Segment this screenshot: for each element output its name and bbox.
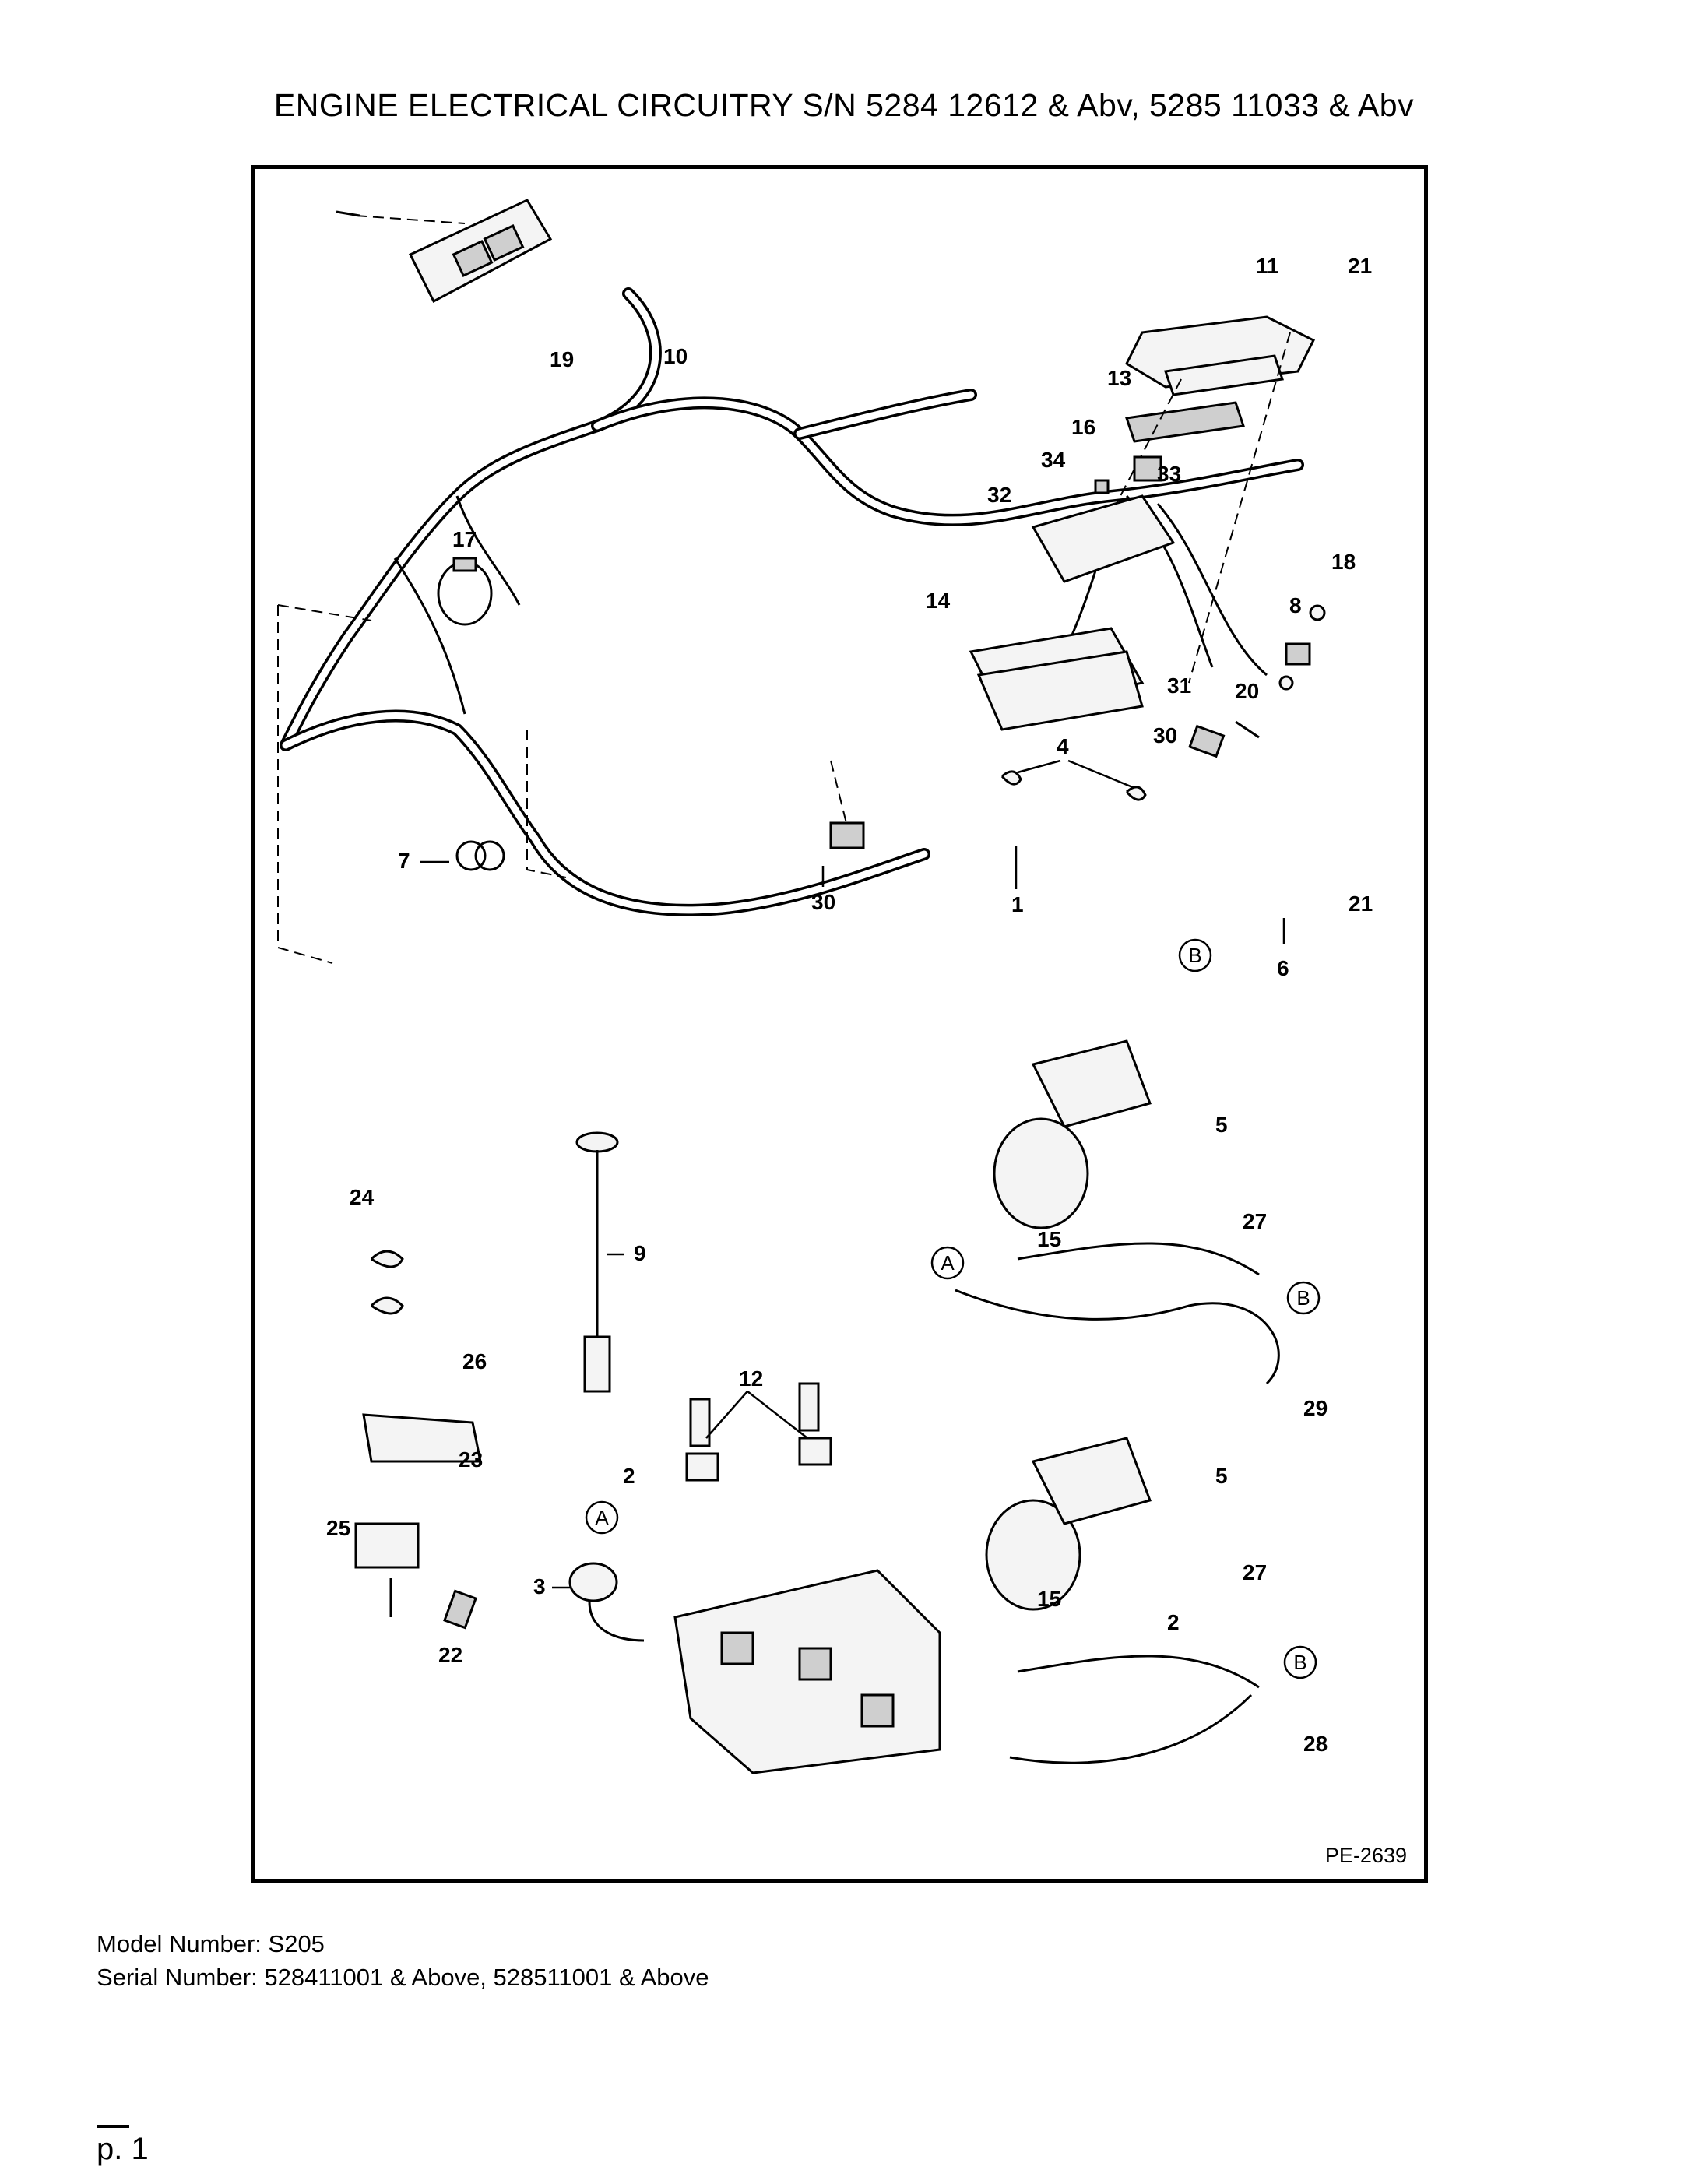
filter-upper (955, 1039, 1280, 1385)
fuse-cover-assembly (1079, 315, 1316, 684)
connector-30-lower (829, 821, 865, 849)
connector-letter-b-harness: B (1178, 938, 1212, 972)
module-23 (354, 1522, 420, 1569)
connector-letter-a-lower: A (585, 1500, 619, 1535)
fuel-sender (575, 1131, 619, 1393)
clamps-7 (455, 840, 505, 871)
callout-20: 20 (1235, 679, 1259, 703)
callout-30-lower: 30 (811, 890, 835, 914)
svg-text:B: B (1296, 1286, 1310, 1310)
svg-text:A: A (595, 1506, 609, 1529)
callout-21-top: 21 (1348, 254, 1372, 278)
cable-tie-17 (437, 557, 493, 626)
callout-26: 26 (462, 1349, 487, 1373)
callout-19: 19 (550, 347, 574, 371)
figure-reference: PE-2639 (1324, 1844, 1407, 1867)
fuse-panel (969, 627, 1145, 731)
callout-16: 16 (1071, 415, 1095, 439)
connector-letter-a-upper: A (930, 1246, 965, 1280)
callout-18: 18 (1331, 550, 1356, 574)
callout-31: 31 (1167, 673, 1191, 698)
callout-32: 32 (987, 483, 1011, 507)
exploded-parts-diagram: A A B B B 1 2 2 3 4 5 5 6 7 (277, 199, 1373, 1774)
callout-5-upper: 5 (1215, 1113, 1228, 1137)
hydraulic-valve-block (673, 1569, 941, 1774)
page-number-rule (97, 2125, 129, 2128)
callout-3: 3 (533, 1574, 546, 1598)
callout-12: 12 (739, 1366, 763, 1391)
callout-23: 23 (459, 1447, 483, 1472)
sensor-bracket (1278, 604, 1326, 691)
solenoid-3 (568, 1562, 645, 1642)
callout-28: 28 (1303, 1732, 1328, 1756)
callout-22: 22 (438, 1643, 462, 1667)
clips (1000, 770, 1147, 801)
callout-27-upper: 27 (1243, 1209, 1267, 1233)
callout-30-right: 30 (1153, 723, 1177, 747)
solenoid-coils (685, 1382, 832, 1482)
callout-5-lower: 5 (1215, 1464, 1228, 1488)
callout-34: 34 (1041, 448, 1066, 472)
callout-2-lower: 2 (1167, 1610, 1180, 1634)
callout-7: 7 (398, 849, 410, 873)
svg-text:A: A (941, 1251, 955, 1275)
callout-1: 1 (1011, 892, 1024, 916)
filter-lower (985, 1437, 1260, 1764)
callout-24: 24 (350, 1185, 375, 1209)
callout-27-lower: 27 (1243, 1560, 1267, 1584)
callout-33: 33 (1157, 462, 1181, 486)
relay-box (1031, 455, 1176, 583)
diagram-frame: A A B B B 1 2 2 3 4 5 5 6 7 (251, 165, 1428, 1883)
svg-text:B: B (1293, 1651, 1306, 1674)
callout-21-mid: 21 (1349, 892, 1373, 916)
callout-14: 14 (926, 589, 951, 613)
connector-22 (443, 1589, 477, 1630)
connector-letter-b-lower: B (1283, 1645, 1317, 1679)
callout-9: 9 (634, 1241, 646, 1265)
callout-15-lower: 15 (1037, 1587, 1061, 1611)
callout-17: 17 (452, 527, 477, 551)
connector-letter-b-upper: B (1286, 1281, 1321, 1315)
connector-30-upper (1188, 720, 1260, 758)
serial-number: Serial Number: 528411001 & Above, 528511… (97, 1964, 709, 1991)
page-title: ENGINE ELECTRICAL CIRCUITRY S/N 5284 126… (273, 87, 1415, 123)
callout-15-upper: 15 (1037, 1227, 1061, 1251)
controller-module (336, 199, 553, 304)
callout-6: 6 (1277, 956, 1289, 980)
callout-29: 29 (1303, 1396, 1328, 1420)
callout-2-upper: 2 (623, 1464, 635, 1488)
page-number: p. 1 (97, 2132, 149, 2166)
callout-10: 10 (663, 344, 688, 368)
main-wire-harness (280, 287, 1304, 916)
callout-13: 13 (1107, 366, 1131, 390)
model-number: Model Number: S205 (97, 1930, 325, 1957)
callout-11: 11 (1256, 254, 1279, 278)
callout-8: 8 (1289, 593, 1302, 617)
callout-25: 25 (326, 1516, 350, 1540)
callout-4: 4 (1057, 734, 1069, 758)
mounting-bracket (362, 1250, 482, 1463)
svg-text:B: B (1188, 944, 1201, 967)
